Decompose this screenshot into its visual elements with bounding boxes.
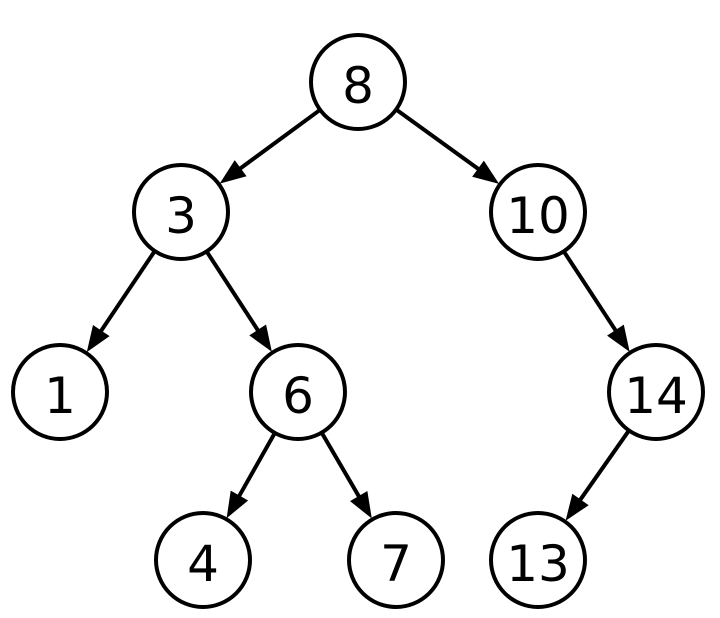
- arrowhead-icon: [565, 493, 589, 521]
- node-8-circle: [309, 33, 407, 131]
- node-10-circle: [489, 163, 587, 261]
- node-3-label: 3: [165, 187, 197, 245]
- edge-line: [236, 431, 277, 499]
- nodes-layer: 8 3 10 1 6 14 4 7: [11, 33, 705, 609]
- node-8: 8: [309, 33, 407, 131]
- node-4-circle: [154, 511, 252, 609]
- node-8-label: 8: [342, 57, 374, 115]
- node-14-circle: [607, 343, 705, 441]
- arrowhead-icon: [249, 324, 272, 352]
- node-4-label: 4: [187, 535, 219, 593]
- node-10-label: 10: [506, 187, 570, 245]
- arrowhead-icon: [607, 324, 630, 352]
- node-13-label: 13: [506, 535, 570, 593]
- node-14-label: 14: [624, 367, 688, 425]
- edge-line: [577, 429, 631, 503]
- node-1-label: 1: [44, 367, 76, 425]
- node-1: 1: [11, 343, 109, 441]
- edge-14-to-13: [565, 429, 631, 521]
- edge-line: [204, 250, 261, 333]
- edge-3-to-6: [204, 250, 272, 352]
- arrowhead-icon: [226, 490, 249, 519]
- edge-6-to-4: [226, 431, 277, 519]
- node-10: 10: [489, 163, 587, 261]
- edge-line: [98, 249, 157, 334]
- node-6-circle: [249, 343, 347, 441]
- edges-layer: [86, 107, 631, 521]
- node-1-circle: [11, 343, 109, 441]
- node-3-circle: [132, 163, 230, 261]
- edge-line: [562, 250, 619, 333]
- node-13-circle: [489, 511, 587, 609]
- node-13: 13: [489, 511, 587, 609]
- node-7-circle: [347, 511, 445, 609]
- edge-6-to-7: [319, 431, 372, 519]
- arrowhead-icon: [86, 325, 110, 353]
- edge-10-to-14: [562, 250, 630, 352]
- edge-8-to-3: [219, 108, 322, 184]
- edge-line: [394, 107, 481, 172]
- node-4: 4: [154, 511, 252, 609]
- node-7-label: 7: [380, 535, 412, 593]
- edge-3-to-1: [86, 249, 157, 353]
- node-7: 7: [347, 511, 445, 609]
- arrowhead-icon: [350, 491, 372, 519]
- edge-line: [237, 108, 322, 171]
- edge-8-to-10: [394, 107, 500, 184]
- node-14: 14: [607, 343, 705, 441]
- edge-line: [319, 431, 362, 499]
- node-3: 3: [132, 163, 230, 261]
- arrowhead-icon: [472, 160, 500, 184]
- node-6: 6: [249, 343, 347, 441]
- arrowhead-icon: [219, 160, 247, 184]
- node-6-label: 6: [282, 367, 314, 425]
